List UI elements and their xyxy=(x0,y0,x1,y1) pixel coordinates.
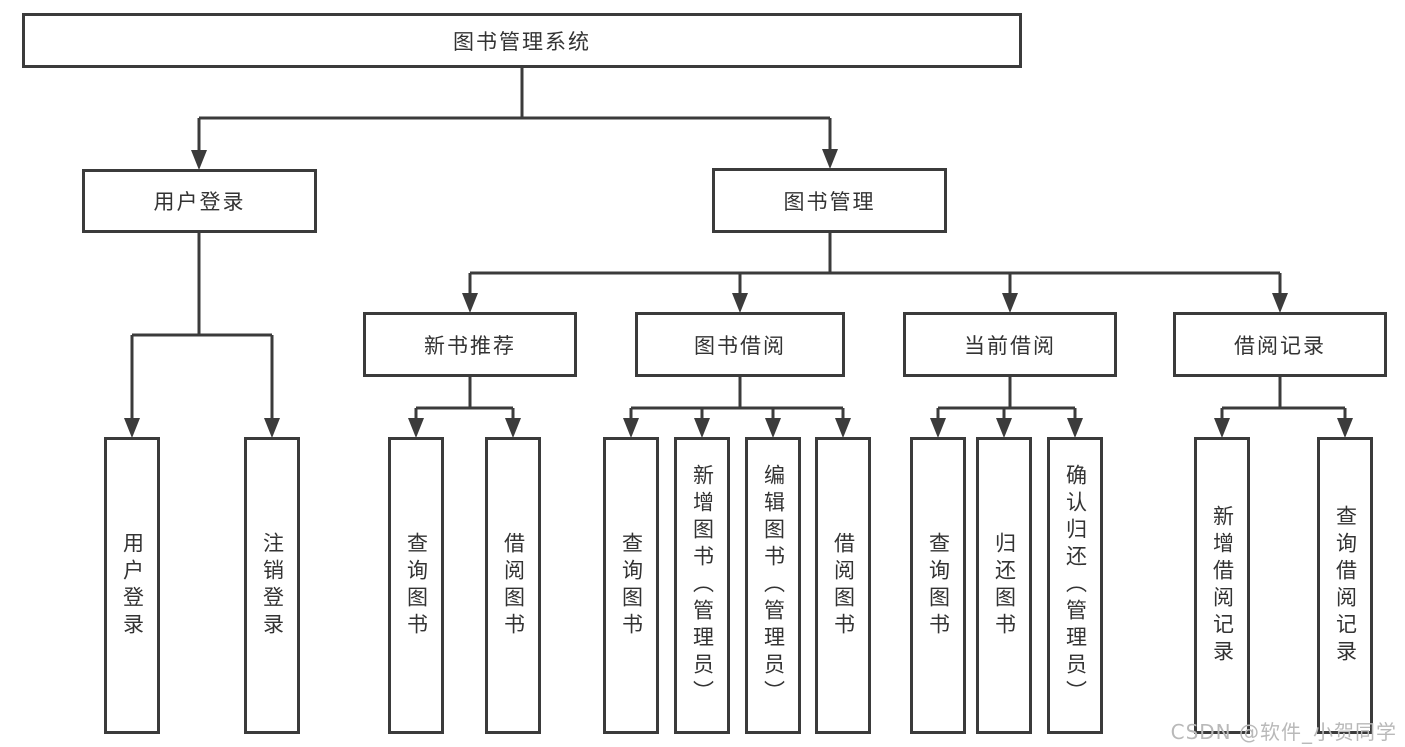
leaf-borrow-books-label: 借阅图书 xyxy=(831,531,856,640)
leaf-query-books-borrow-label: 查询图书 xyxy=(619,531,644,640)
leaf-user-login: 用户登录 xyxy=(104,437,160,734)
node-user-login-group-label: 用户登录 xyxy=(153,190,246,214)
leaf-query-books-current: 查询图书 xyxy=(910,437,966,734)
leaf-return-book: 归还图书 xyxy=(976,437,1032,734)
leaf-query-borrow-record-label: 查询借阅记录 xyxy=(1333,504,1358,667)
node-root-label: 图书管理系统 xyxy=(453,29,591,54)
leaf-query-books-borrow: 查询图书 xyxy=(603,437,659,734)
connector-path xyxy=(130,68,1347,424)
watermark: CSDN @软件_小贺同学 xyxy=(1170,720,1397,744)
node-new-book-recommend-label: 新书推荐 xyxy=(424,333,516,358)
node-book-management-label: 图书管理 xyxy=(783,189,876,214)
node-borrow-records-label: 借阅记录 xyxy=(1234,333,1326,358)
node-book-borrow: 图书借阅 xyxy=(635,312,845,377)
node-current-borrow-label: 当前借阅 xyxy=(964,333,1056,358)
leaf-query-books-recommend: 查询图书 xyxy=(388,437,444,734)
leaf-query-books-current-label: 查询图书 xyxy=(926,531,951,640)
leaf-add-borrow-record-label: 新增借阅记录 xyxy=(1210,504,1235,667)
leaf-borrow-books-recommend: 借阅图书 xyxy=(485,437,541,734)
leaf-edit-book-admin: 编辑图书（管理员） xyxy=(745,437,801,734)
node-book-management: 图书管理 xyxy=(712,168,947,233)
node-new-book-recommend: 新书推荐 xyxy=(363,312,577,377)
leaf-query-borrow-record: 查询借阅记录 xyxy=(1317,437,1373,734)
leaf-confirm-return-admin-label: 确认归还（管理员） xyxy=(1063,464,1088,707)
arrowheads xyxy=(124,149,1353,438)
leaf-add-book-admin-label: 新增图书（管理员） xyxy=(690,464,715,707)
leaf-borrow-books: 借阅图书 xyxy=(815,437,871,734)
leaf-borrow-books-recommend-label: 借阅图书 xyxy=(501,531,526,640)
leaf-confirm-return-admin: 确认归还（管理员） xyxy=(1047,437,1103,734)
leaf-user-login-label: 用户登录 xyxy=(120,531,145,640)
leaf-query-books-recommend-label: 查询图书 xyxy=(404,531,429,640)
leaf-logout-label: 注销登录 xyxy=(260,531,285,640)
leaf-add-book-admin: 新增图书（管理员） xyxy=(674,437,730,734)
leaf-add-borrow-record: 新增借阅记录 xyxy=(1194,437,1250,734)
leaf-edit-book-admin-label: 编辑图书（管理员） xyxy=(761,464,786,707)
node-current-borrow: 当前借阅 xyxy=(903,312,1117,377)
leaf-logout: 注销登录 xyxy=(244,437,300,734)
node-book-borrow-label: 图书借阅 xyxy=(694,333,786,358)
leaf-return-book-label: 归还图书 xyxy=(992,531,1017,640)
node-root: 图书管理系统 xyxy=(22,13,1022,68)
node-user-login-group: 用户登录 xyxy=(82,169,317,233)
node-borrow-records: 借阅记录 xyxy=(1173,312,1387,377)
